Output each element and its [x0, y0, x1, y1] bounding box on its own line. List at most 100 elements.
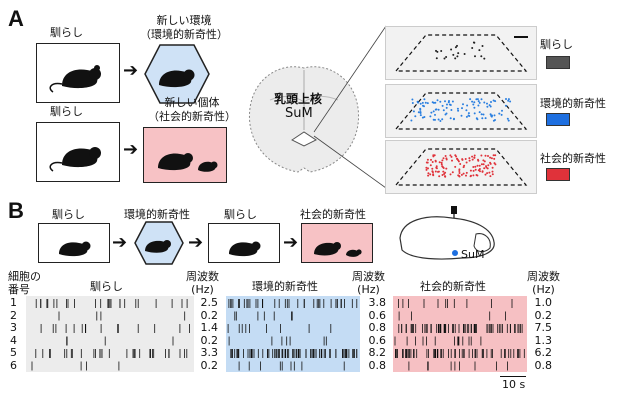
cell-dot	[483, 160, 486, 163]
cell-dot	[435, 165, 438, 168]
cell-dot	[437, 170, 439, 173]
cell-dot	[458, 170, 461, 172]
cell-dot	[493, 157, 496, 160]
cell-dot	[431, 170, 434, 173]
cell-dot	[484, 154, 487, 157]
freq-value: 0.6	[368, 333, 387, 347]
cell-dot	[425, 168, 428, 171]
scale-bar	[500, 376, 526, 377]
freq-header-1: 周波数 (Hz)	[186, 270, 219, 296]
cell-dot	[489, 113, 492, 116]
cell-dot	[492, 99, 495, 102]
cell-dot	[434, 101, 437, 104]
cell-dot	[473, 41, 476, 44]
condition-title-1: 馴らし	[90, 280, 123, 293]
freq-value: 0.8	[534, 358, 553, 372]
cell-dot	[478, 164, 481, 167]
cell-dot	[504, 104, 507, 107]
cell-dot	[450, 155, 453, 158]
cell-dot	[445, 112, 448, 115]
cell-dot	[475, 117, 478, 120]
cell-dot	[430, 158, 432, 161]
freq-value: 6.2	[534, 346, 553, 359]
slice-social-novelty	[385, 140, 537, 194]
cell-dot	[476, 98, 479, 101]
cell-dot	[444, 155, 447, 157]
cell-dot	[489, 175, 492, 178]
cell-dot	[468, 159, 471, 162]
cell-dot	[421, 116, 424, 119]
cell-number: 3	[10, 321, 17, 334]
cell-dot	[481, 170, 484, 173]
cell-dot	[507, 99, 510, 102]
freq-header-2: 周波数 (Hz)	[352, 270, 385, 296]
freq-value: 0.8	[368, 358, 387, 372]
brain-label-bold: 乳頭上核	[274, 92, 323, 106]
sagittal-sum-label: SuM	[461, 248, 485, 261]
freq-value: 7.5	[534, 321, 553, 334]
cell-dot	[431, 101, 434, 104]
cell-dot	[484, 117, 487, 120]
cell-dot	[432, 118, 435, 121]
cell-dot	[472, 103, 475, 106]
cell-dot	[425, 161, 428, 164]
scale-bar-label: 10 s	[502, 378, 526, 391]
cell-dot	[465, 161, 468, 164]
seq-box-social	[301, 223, 373, 263]
cell-dot	[465, 115, 468, 118]
cell-dot	[482, 163, 485, 166]
cell-dot	[494, 119, 496, 121]
cell-dot	[465, 171, 468, 174]
cell-dot	[439, 120, 442, 122]
seq-hexagon-env	[134, 221, 184, 265]
cell-dot	[458, 175, 461, 178]
cell-dot	[472, 169, 475, 172]
cell-dot	[473, 154, 476, 157]
novel-indiv-label: 新しい個体 （社会的新奇性）	[148, 96, 236, 123]
cell-dot	[452, 53, 455, 56]
cell-dot	[429, 173, 432, 176]
mouse-icon	[59, 241, 91, 257]
legend-label-social: 社会的新奇性	[540, 152, 606, 165]
cell-dot	[488, 171, 491, 174]
cell-dot	[436, 50, 439, 53]
cell-dot	[476, 164, 479, 167]
legend-label-habituation: 馴らし	[540, 38, 573, 51]
cell-number: 1	[10, 296, 17, 309]
cell-dot	[475, 174, 478, 176]
cell-dot	[489, 161, 492, 164]
cell-dot	[489, 156, 492, 159]
cell-dot	[435, 167, 438, 170]
freq-value: 0.2	[200, 308, 219, 322]
cell-dot	[474, 165, 477, 168]
cell-dot	[445, 167, 448, 170]
cell-dot	[433, 154, 436, 157]
cell-dot	[461, 158, 464, 161]
cell-dot	[486, 105, 489, 108]
cell-dot	[459, 163, 462, 165]
cell-dot	[507, 119, 510, 122]
cell-dot	[443, 57, 446, 60]
cell-dot	[488, 104, 491, 107]
legend-swatch-social	[546, 168, 570, 181]
freq-value: 0.8	[368, 321, 387, 334]
cell-dot	[419, 114, 422, 117]
freq-header-3: 周波数 (Hz)	[527, 270, 560, 296]
cell-dot	[474, 55, 476, 58]
cell-dot	[485, 165, 487, 168]
cell-dot	[434, 113, 436, 116]
cell-dot	[419, 102, 422, 105]
cell-dot	[501, 109, 503, 112]
slice-habituation	[385, 26, 537, 80]
cell-number-header: 細胞の 番号	[8, 270, 41, 296]
cell-dot	[438, 175, 441, 178]
cell-dot	[478, 111, 481, 114]
cell-dot	[483, 167, 486, 170]
cell-dot	[446, 103, 448, 106]
cell-dot	[425, 166, 428, 169]
cell-dot	[414, 115, 417, 118]
cell-number: 2	[10, 308, 17, 322]
cell-dot	[500, 113, 503, 116]
cell-dot	[473, 101, 476, 104]
freq-value: 1.4	[200, 321, 219, 334]
